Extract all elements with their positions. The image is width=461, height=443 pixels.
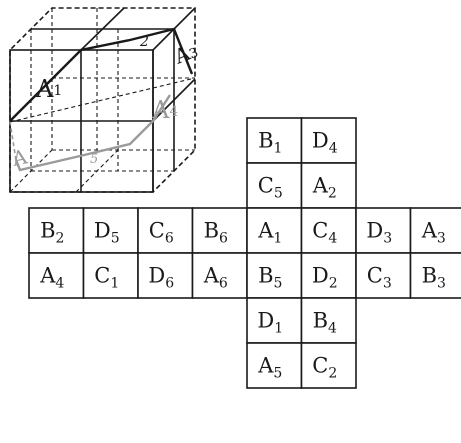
net-cell: A5 bbox=[246, 342, 303, 389]
net-cell-box bbox=[191, 207, 248, 254]
net-cell-box bbox=[28, 252, 85, 299]
net-cell: B3 bbox=[409, 252, 461, 299]
net-cell-label: A1 bbox=[257, 219, 282, 247]
net-cell-box bbox=[300, 252, 357, 299]
net-cell: C4 bbox=[300, 207, 357, 254]
net-cell-box bbox=[409, 252, 461, 299]
net-cell-label: A2 bbox=[312, 174, 337, 202]
net-cell: C6 bbox=[137, 207, 194, 254]
cube-label-a4: A4 bbox=[151, 96, 178, 124]
cube-label-a6: A bbox=[9, 144, 30, 171]
net-cell-label: C2 bbox=[312, 354, 337, 382]
net-cell-label: C1 bbox=[94, 264, 119, 292]
net-cell: D6 bbox=[137, 252, 194, 299]
net-cell-label: A4 bbox=[39, 264, 64, 292]
net-cell: A4 bbox=[28, 252, 85, 299]
net-cell-box bbox=[355, 252, 412, 299]
net-cell: C2 bbox=[300, 342, 357, 389]
net-cell: A3 bbox=[409, 207, 461, 254]
net-cell-label: A3 bbox=[421, 219, 446, 247]
net-cell: D1 bbox=[246, 297, 303, 344]
net-cell-box bbox=[246, 117, 303, 164]
net-cell-label: A6 bbox=[203, 264, 228, 292]
net-cell: C5 bbox=[246, 162, 303, 209]
net-cell-box bbox=[82, 252, 139, 299]
net-cell: B4 bbox=[300, 297, 357, 344]
net-cell-box bbox=[246, 342, 303, 389]
net-cell-label: C4 bbox=[312, 219, 337, 247]
cube-drawing: A1 2 A3 A4 5 A bbox=[9, 7, 201, 193]
net-cell: D4 bbox=[300, 117, 357, 164]
net-cell-label: D2 bbox=[312, 264, 338, 292]
net-cell-box bbox=[300, 297, 357, 344]
net-cell: A6 bbox=[191, 252, 248, 299]
net-cell: C1 bbox=[82, 252, 139, 299]
cube-label-a2: 2 bbox=[139, 34, 149, 50]
net-cell-box bbox=[300, 207, 357, 254]
net-cell-label: D5 bbox=[94, 219, 120, 247]
net-cell-label: B2 bbox=[40, 219, 64, 247]
net-cell: A2 bbox=[300, 162, 357, 209]
net-cell-label: B6 bbox=[204, 219, 228, 247]
net-cell-box bbox=[191, 252, 248, 299]
net-cell: C3 bbox=[355, 252, 412, 299]
net-cell-label: B5 bbox=[258, 264, 282, 292]
net-cell-label: D4 bbox=[312, 129, 338, 157]
net-cell-label: C5 bbox=[258, 174, 283, 202]
net-cell: B2 bbox=[28, 207, 85, 254]
net-cell-label: D6 bbox=[148, 264, 174, 292]
net-cell-box bbox=[409, 207, 461, 254]
net-cell-label: A5 bbox=[257, 354, 282, 382]
net-cell-label: D1 bbox=[257, 309, 283, 337]
net-cell-label: B1 bbox=[258, 129, 282, 157]
net-cell-label: D3 bbox=[366, 219, 392, 247]
net-cell: B5 bbox=[246, 252, 303, 299]
cube-label-a1: A1 bbox=[35, 75, 62, 103]
net-cell: D3 bbox=[355, 207, 412, 254]
net-cell-label: C3 bbox=[367, 264, 392, 292]
net-cell: D5 bbox=[82, 207, 139, 254]
net-cell-box bbox=[246, 207, 303, 254]
cube-label-a5: 5 bbox=[90, 152, 98, 167]
net-cell-box bbox=[300, 342, 357, 389]
cube-surface-path bbox=[9, 27, 194, 172]
net-cell: D2 bbox=[300, 252, 357, 299]
net-cell-label: B4 bbox=[313, 309, 337, 337]
net-cell: A1 bbox=[246, 207, 303, 254]
net-cell: B6 bbox=[191, 207, 248, 254]
net-cell-label: B3 bbox=[422, 264, 446, 292]
net-cell-label: C6 bbox=[149, 219, 174, 247]
net-cell: B1 bbox=[246, 117, 303, 164]
net-cell-box bbox=[246, 162, 303, 209]
